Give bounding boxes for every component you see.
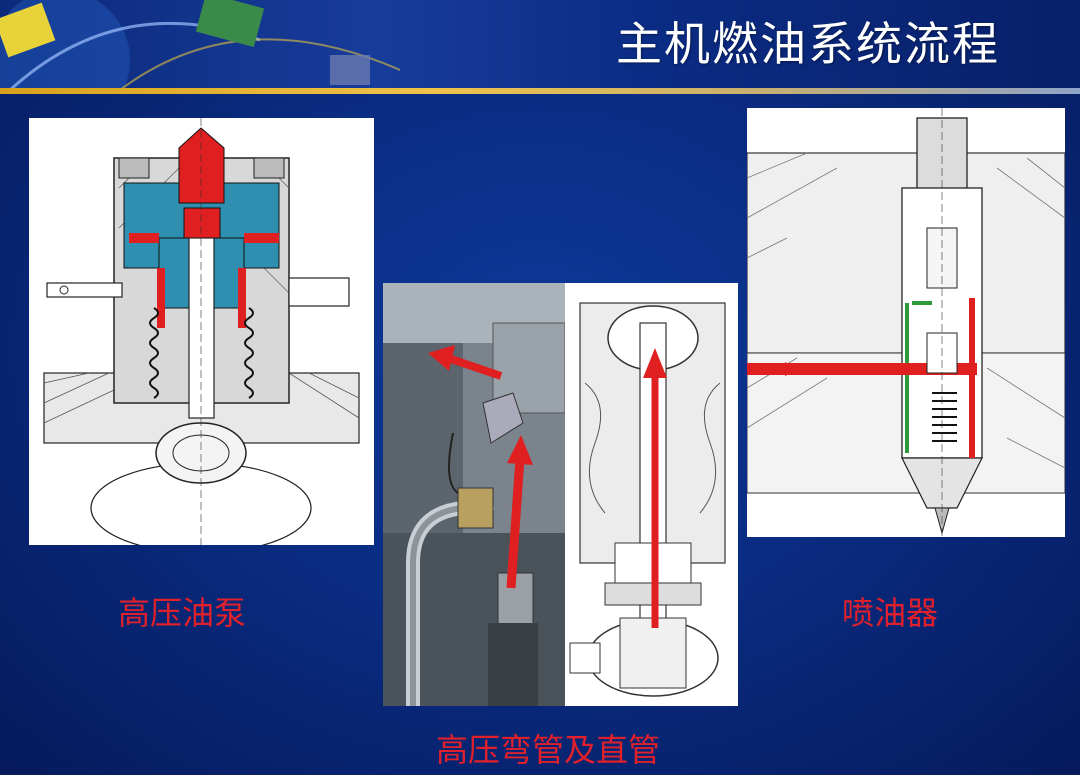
pipe-photo: [383, 283, 565, 706]
pump-caption: 高压油泵: [118, 594, 247, 632]
pipes-caption: 高压弯管及直管: [436, 731, 661, 769]
page-title: 主机燃油系统流程: [616, 17, 1000, 71]
pump-diagram: [29, 118, 374, 545]
injector-diagram-drawing: [747, 108, 1065, 537]
injector-caption: 喷油器: [842, 594, 939, 632]
red-arrow-icon: [428, 345, 503, 380]
red-arrow-icon: [506, 435, 533, 589]
pipe-drawing: [565, 283, 738, 706]
pipe-drawing-sketch: [565, 283, 738, 706]
red-arrow-icon: [752, 362, 799, 376]
header-accent-line: [0, 88, 1080, 94]
slide-header: 主机燃油系统流程: [0, 0, 1080, 90]
header-decoration: [0, 0, 401, 90]
red-arrow-icon: [643, 348, 667, 628]
injector-diagram: [747, 108, 1065, 537]
pipe-photo-drawing: [383, 283, 565, 706]
pump-diagram-drawing: [29, 118, 374, 545]
